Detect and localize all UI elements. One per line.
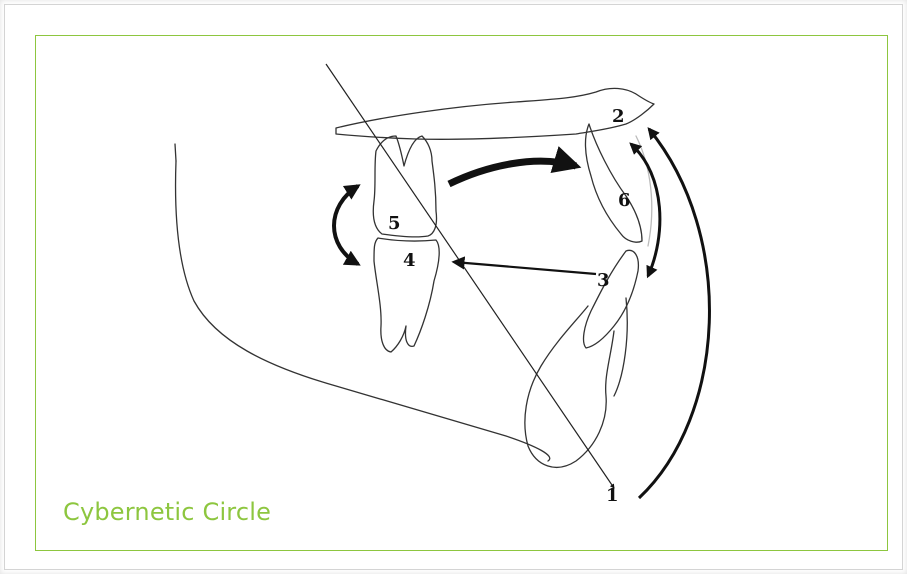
arrow-4-to-5	[334, 186, 358, 264]
label-3: 3	[597, 270, 610, 291]
reference-line	[326, 64, 614, 488]
arrow-1-to-2	[639, 129, 709, 498]
upper-molar-outline	[373, 136, 436, 237]
label-1: 1	[606, 485, 619, 506]
label-4: 4	[403, 250, 416, 271]
lower-incisor-outline	[584, 250, 639, 348]
upper-incisor-outline	[585, 124, 642, 242]
label-2: 2	[612, 106, 625, 127]
arrow-5-to-6	[449, 161, 576, 184]
label-5: 5	[388, 213, 401, 234]
label-6: 6	[618, 190, 631, 211]
chin-outline	[175, 144, 176, 161]
arrow-2-to-3	[631, 144, 660, 276]
diagram-caption: Cybernetic Circle	[63, 498, 271, 526]
diagram-frame: 2 6 3 5 4 1 Cybernetic Circle	[35, 35, 888, 551]
maxilla-outline	[336, 88, 654, 139]
arrow-3-to-4	[454, 262, 596, 274]
mandible-symphysis-outline	[525, 306, 614, 467]
symphysis-outline-inner	[614, 298, 627, 396]
cybernetic-circle-diagram: 2 6 3 5 4 1	[36, 36, 888, 551]
